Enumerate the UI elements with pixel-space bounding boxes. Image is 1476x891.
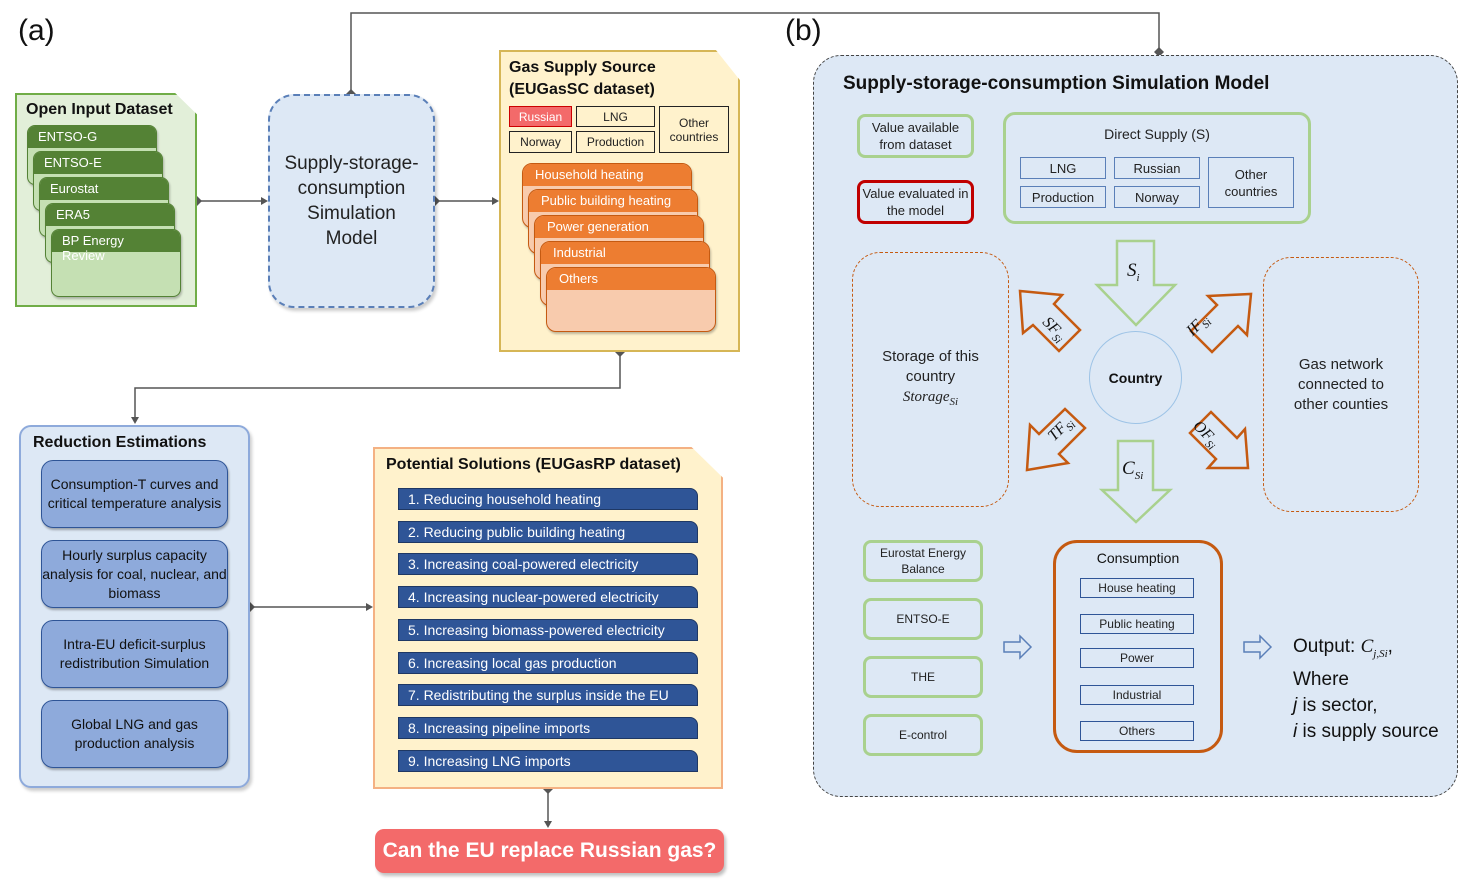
gas-network-box: Gas network connected to other counties [1263, 257, 1419, 512]
consumption-item: Others [1080, 721, 1194, 741]
source-other-countries: Other countries [659, 106, 729, 153]
solution-item: 9. Increasing LNG imports [398, 750, 698, 772]
data-source-box: THE [863, 656, 983, 698]
consumption-box [1053, 540, 1223, 753]
supply-lng: LNG [1020, 157, 1106, 179]
supply-other-countries: Other countries [1208, 157, 1294, 208]
direct-supply-title: Direct Supply (S) [1104, 126, 1210, 142]
data-source-box: E-control [863, 714, 983, 756]
data-source-box: Eurostat Energy Balance [863, 540, 983, 582]
output-description: Output: Cj,Si, Where j is sector, i is s… [1293, 636, 1439, 742]
solution-item: 4. Increasing nuclear-powered electricit… [398, 586, 698, 608]
reduction-item: Hourly surplus capacity analysis for coa… [41, 540, 228, 608]
reduction-item: Intra-EU deficit-surplus redistribution … [41, 620, 228, 688]
sector-card: Others [546, 267, 716, 332]
model-detail-title: Supply-storage-consumption Simulation Mo… [843, 73, 1270, 94]
gas-supply-source-title: Gas Supply Source (EUGasSC dataset) [509, 59, 656, 98]
reduction-estimations-title: Reduction Estimations [33, 434, 207, 451]
research-question-banner: Can the EU replace Russian gas? [375, 829, 724, 873]
consumption-title: Consumption [1096, 550, 1180, 566]
solution-item: 8. Increasing pipeline imports [398, 717, 698, 739]
potential-solutions-title: Potential Solutions (EUGasRP dataset) [386, 456, 681, 473]
consumption-item: Power [1080, 648, 1194, 668]
source-production: Production [576, 131, 655, 153]
panel-label-a: (a) [18, 14, 55, 47]
data-source-box: ENTSO-E [863, 598, 983, 640]
source-norway: Norway [509, 131, 572, 153]
consumption-flow-label: CSi [1122, 458, 1144, 482]
storage-box: Storage of this country StorageSi [852, 252, 1009, 507]
country-node: Country [1089, 331, 1182, 424]
solution-item: 6. Increasing local gas production [398, 652, 698, 674]
supply-flow-label: Si [1127, 260, 1140, 284]
reduction-item: Global LNG and gas production analysis [41, 700, 228, 768]
supply-russian: Russian [1114, 157, 1200, 179]
source-russian: Russian [509, 106, 572, 127]
open-input-dataset-title: Open Input Dataset [26, 101, 173, 118]
simulation-model-node: Supply-storage- consumption Simulation M… [268, 94, 435, 308]
solution-item: 2. Reducing public building heating [398, 521, 698, 543]
source-lng: LNG [576, 106, 655, 127]
connector-source-to-reduction [134, 352, 621, 422]
solution-item: 5. Increasing biomass-powered electricit… [398, 619, 698, 641]
dataset-card: BP Energy Review [51, 229, 181, 297]
direct-supply-box [1003, 112, 1311, 224]
legend-dataset-value: Value available from dataset [857, 114, 974, 158]
supply-norway: Norway [1114, 186, 1200, 208]
supply-production: Production [1020, 186, 1106, 208]
solution-item: 1. Reducing household heating [398, 488, 698, 510]
consumption-item: Industrial [1080, 685, 1194, 705]
solution-item: 3. Increasing coal-powered electricity [398, 553, 698, 575]
legend-evaluated-value: Value evaluated in the model [857, 180, 974, 224]
consumption-item: Public heating [1080, 614, 1194, 634]
consumption-item: House heating [1080, 578, 1194, 598]
panel-label-b: (b) [785, 14, 822, 47]
reduction-item: Consumption-T curves and critical temper… [41, 460, 228, 528]
solution-item: 7. Redistributing the surplus inside the… [398, 684, 698, 706]
